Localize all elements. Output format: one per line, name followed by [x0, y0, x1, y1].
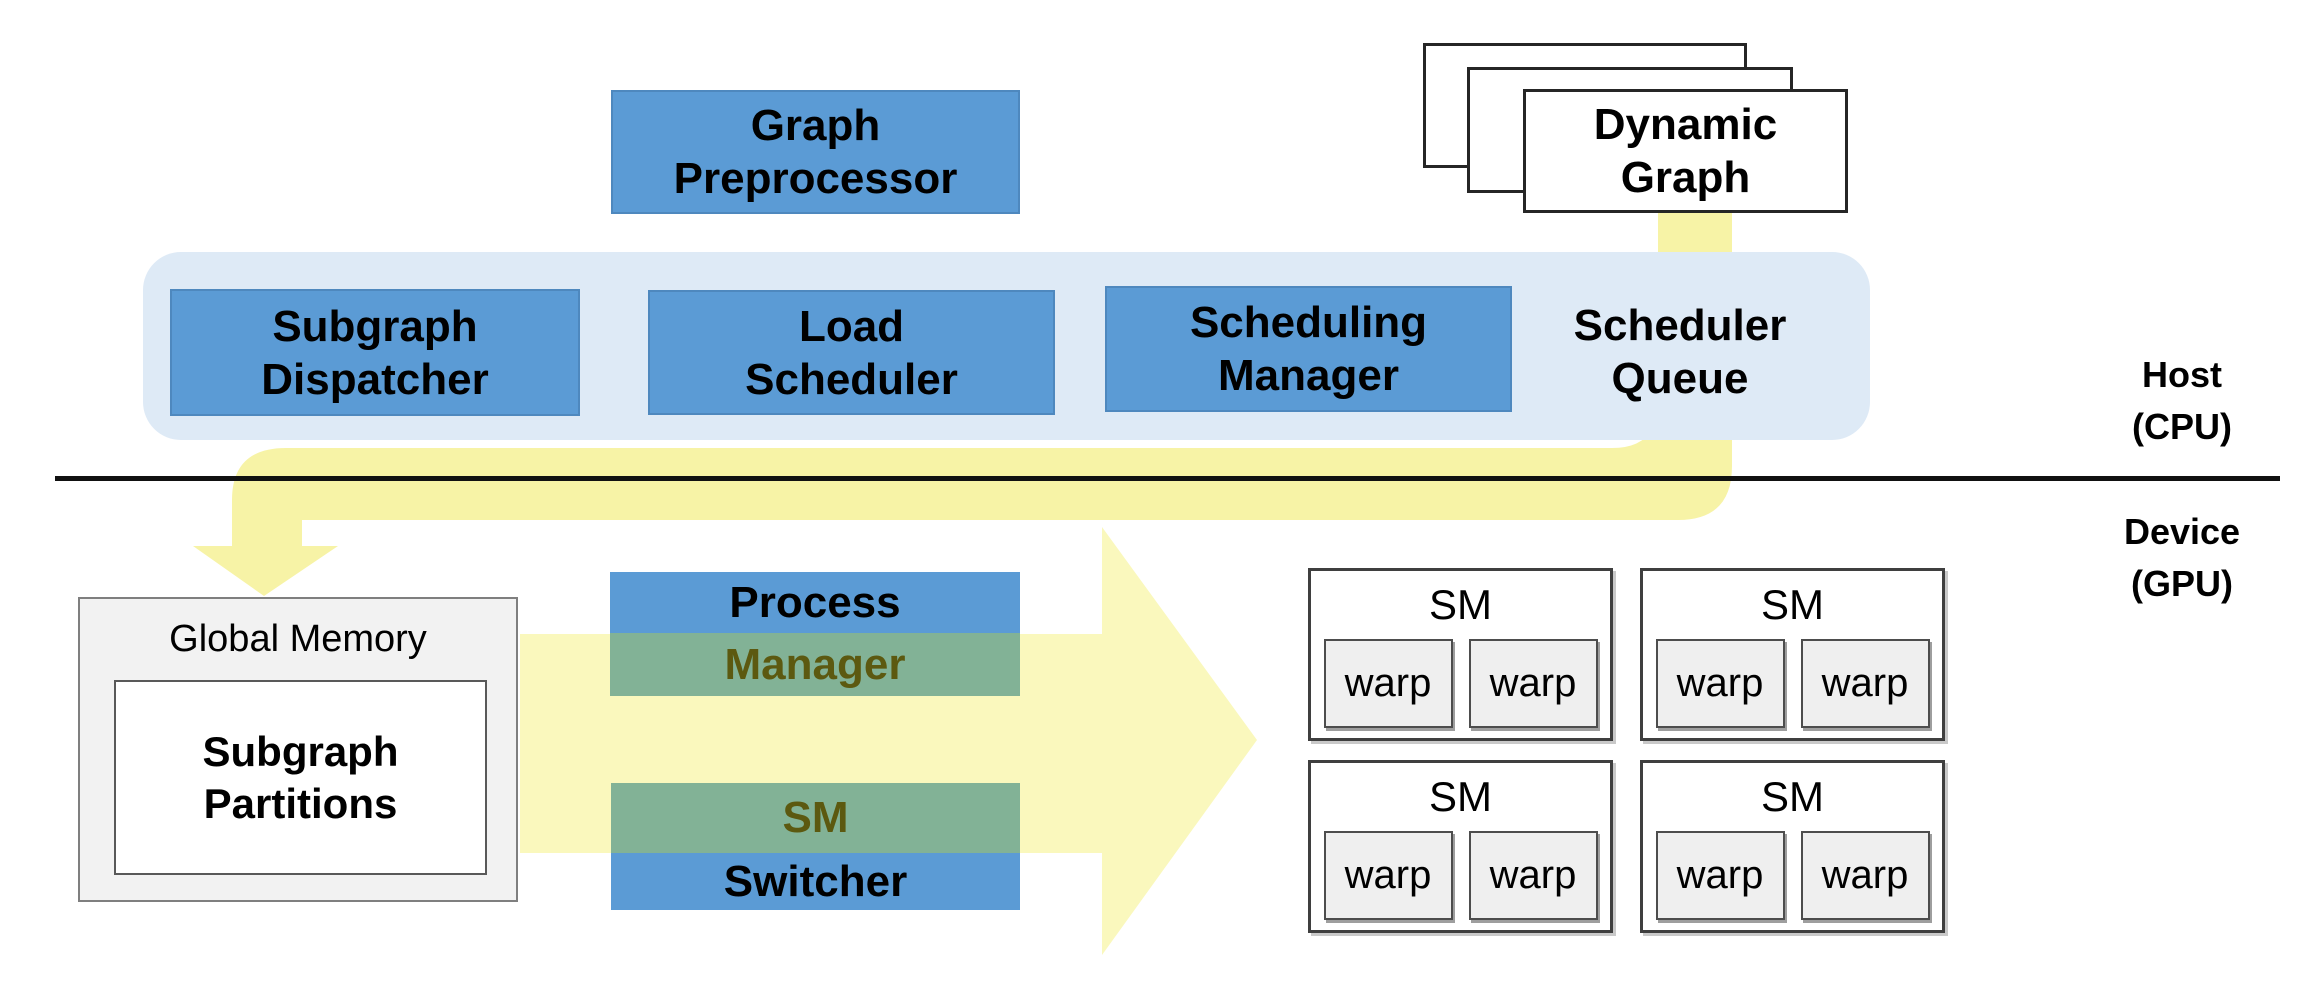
sm-unit-1: SM warp warp — [1308, 568, 1613, 741]
process-manager-line1: Process — [610, 572, 1020, 633]
warp-box: warp — [1468, 831, 1598, 920]
scheduler-flow-arrow — [193, 210, 1732, 596]
device-gpu-label: Device (GPU) — [2123, 511, 2241, 604]
dynamic-graph-label: Dynamic Graph — [1593, 100, 1778, 202]
host-device-divider-line — [55, 476, 2280, 481]
warp-box: warp — [1800, 639, 1930, 728]
warp-box: warp — [1323, 831, 1453, 920]
graph-preprocessor-label: Graph Preprocessor — [673, 101, 958, 203]
sm-switcher-line1: SM — [611, 783, 1020, 853]
subgraph-dispatcher-box: Subgraph Dispatcher — [170, 289, 580, 416]
process-manager-box: Process Manager — [610, 572, 1020, 696]
sm-switcher-box: SM Switcher — [611, 783, 1020, 910]
process-manager-line2: Manager — [610, 633, 1020, 696]
dynamic-graph-box: Dynamic Graph — [1523, 89, 1848, 213]
subgraph-partitions-box: Subgraph Partitions — [114, 680, 487, 875]
sm-unit-4-warps: warp warp — [1643, 831, 1942, 920]
subgraph-partitions-label: Subgraph Partitions — [202, 727, 399, 827]
load-scheduler-label: Load Scheduler — [745, 301, 958, 404]
load-scheduler-box: Load Scheduler — [648, 290, 1055, 415]
sm-unit-3-title: SM — [1429, 773, 1492, 820]
sm-unit-2: SM warp warp — [1640, 568, 1945, 741]
warp-box: warp — [1655, 831, 1785, 920]
sm-unit-1-title: SM — [1429, 581, 1492, 628]
warp-box: warp — [1323, 639, 1453, 728]
sm-unit-4-title: SM — [1761, 773, 1824, 820]
sm-unit-1-warps: warp warp — [1311, 639, 1610, 728]
scheduler-queue-label: Scheduler Queue — [1573, 301, 1787, 403]
global-memory-box: Global Memory Subgraph Partitions — [78, 597, 518, 902]
scheduling-manager-label: Scheduling Manager — [1189, 298, 1428, 400]
sm-unit-2-title: SM — [1761, 581, 1824, 628]
sm-unit-3-warps: warp warp — [1311, 831, 1610, 920]
sm-unit-3: SM warp warp — [1308, 760, 1613, 933]
sm-unit-4: SM warp warp — [1640, 760, 1945, 933]
global-memory-title: Global Memory — [169, 617, 427, 660]
sm-switcher-line2: Switcher — [611, 853, 1020, 910]
warp-box: warp — [1655, 639, 1785, 728]
subgraph-dispatcher-label: Subgraph Dispatcher — [261, 301, 489, 404]
scheduling-manager-box: Scheduling Manager — [1105, 286, 1512, 412]
graph-preprocessor-box: Graph Preprocessor — [611, 90, 1020, 214]
sm-unit-2-warps: warp warp — [1643, 639, 1942, 728]
host-cpu-label: Host (CPU) — [2132, 354, 2232, 447]
warp-box: warp — [1468, 639, 1598, 728]
warp-box: warp — [1800, 831, 1930, 920]
